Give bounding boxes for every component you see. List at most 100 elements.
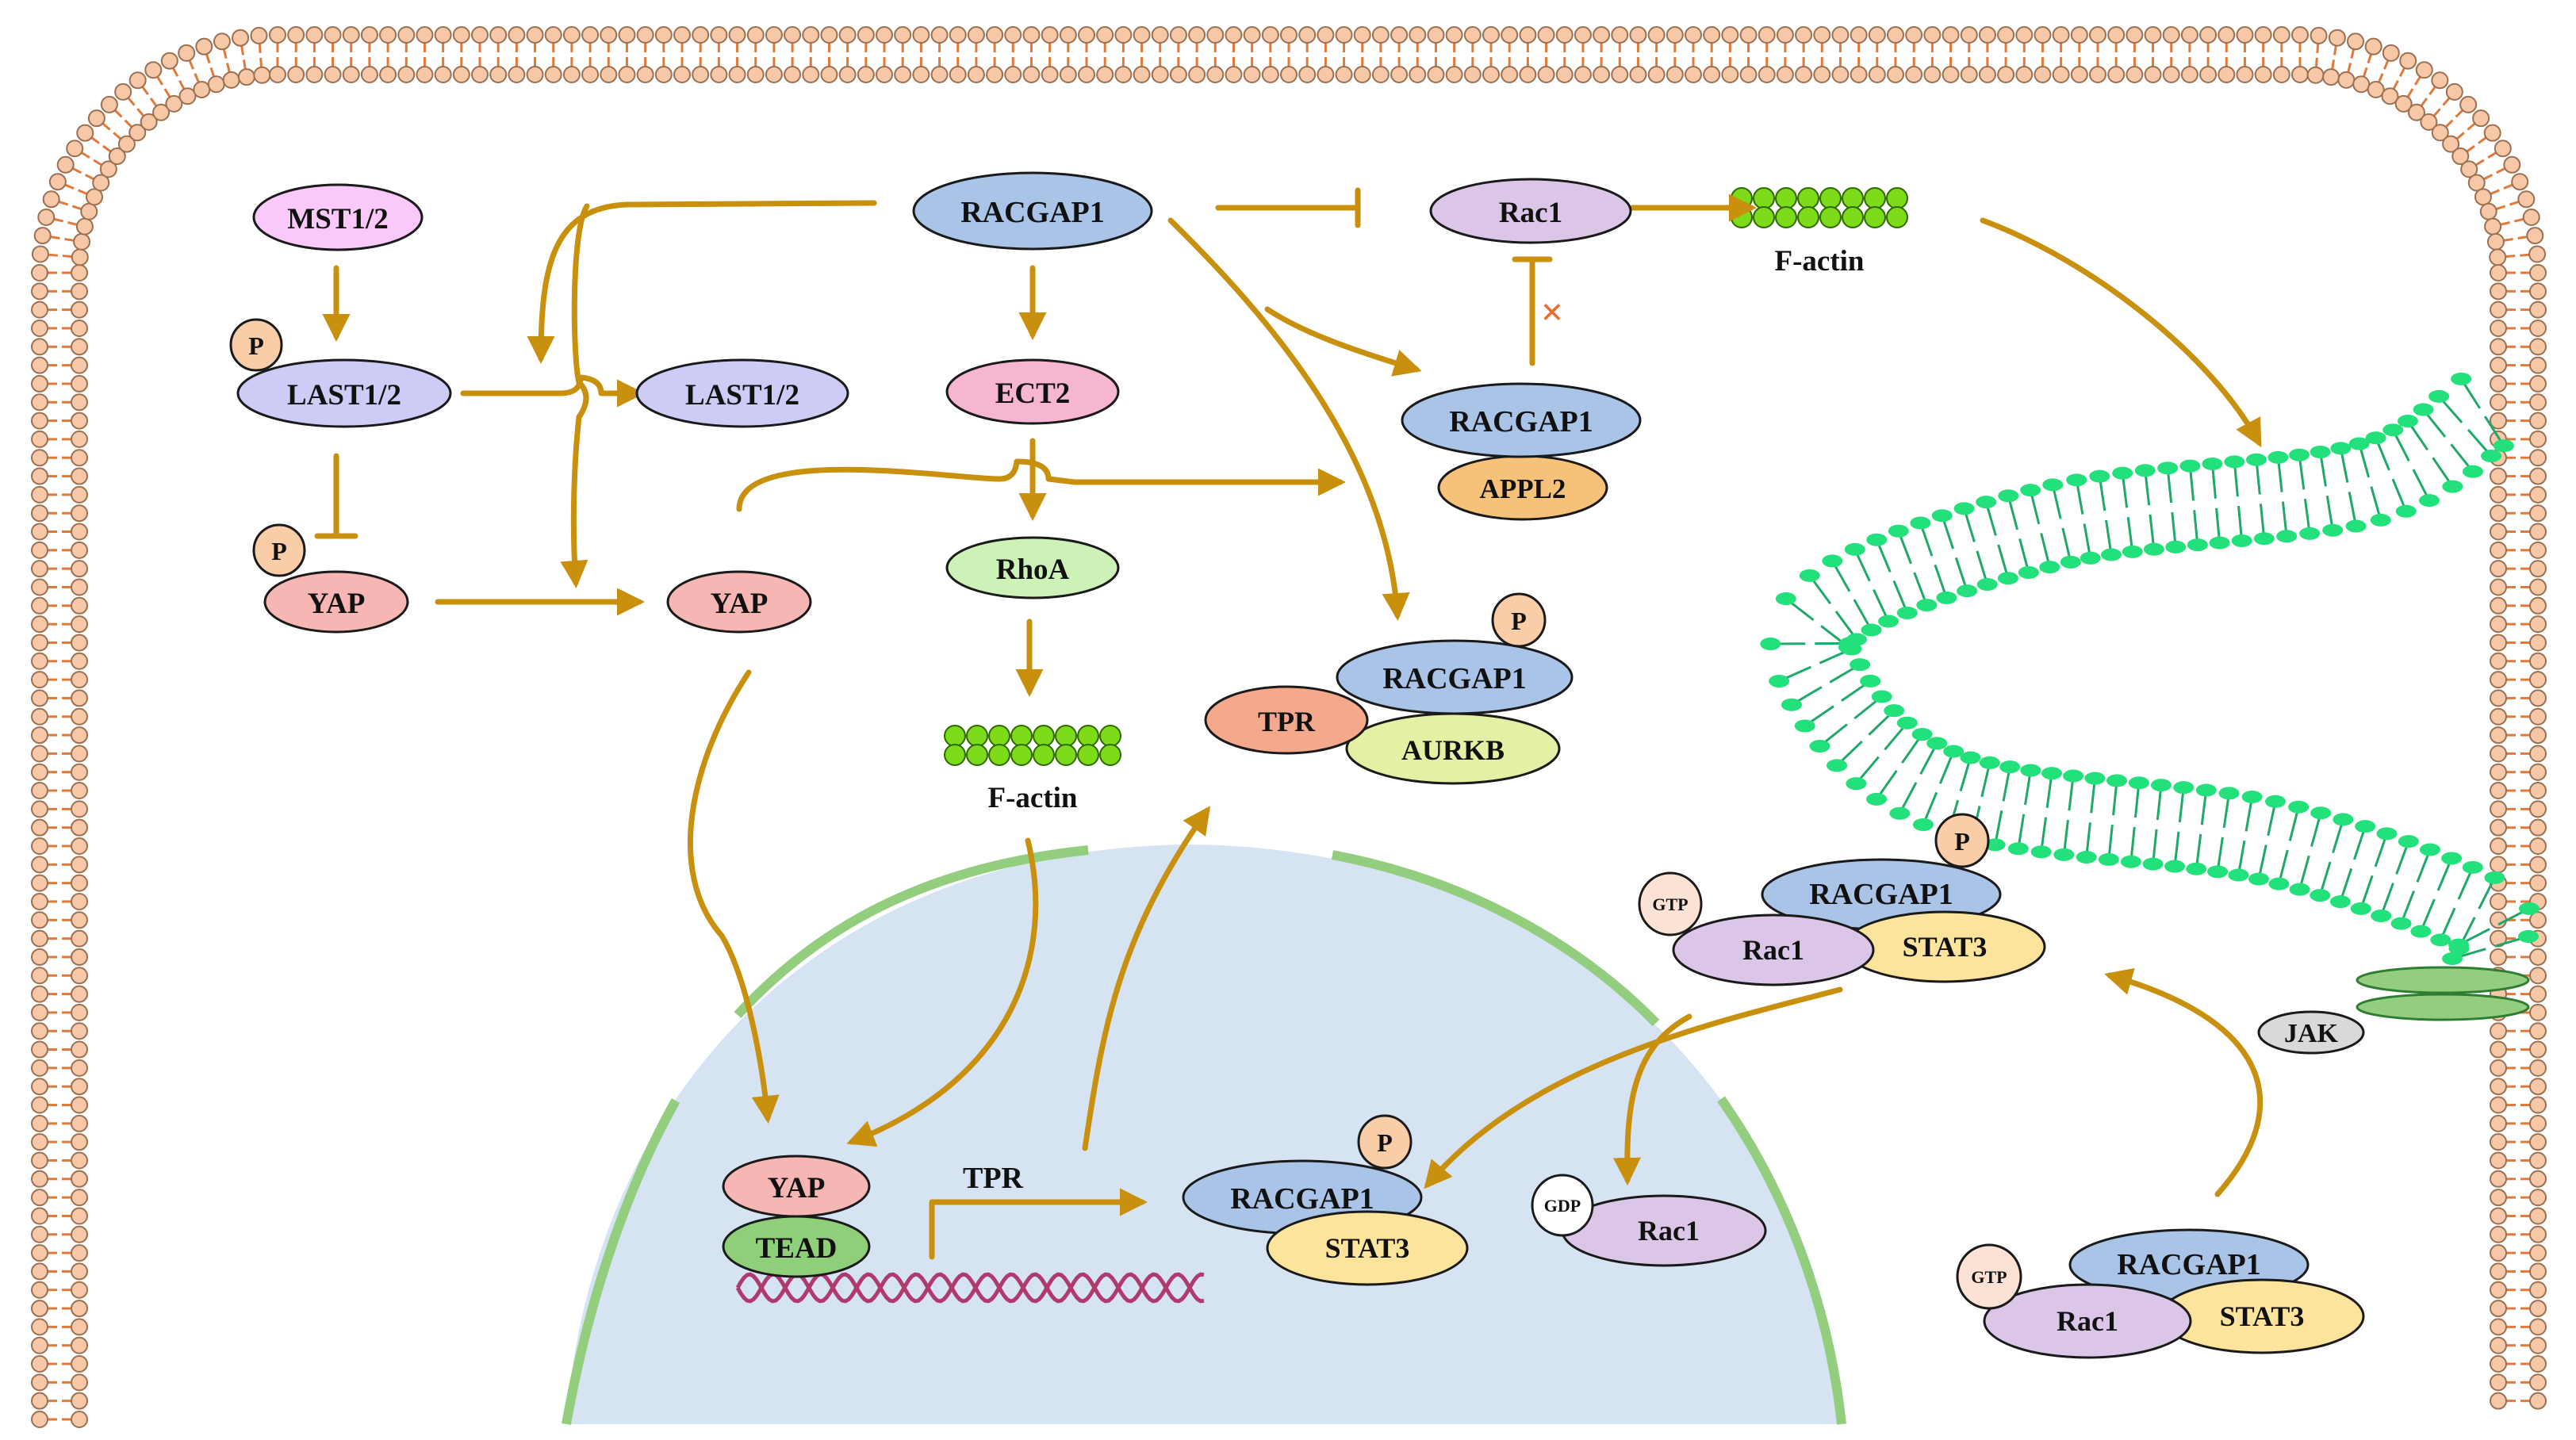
stat3-mem-label: STAT3 <box>1903 931 1988 963</box>
tead-label: TEAD <box>756 1232 838 1265</box>
mst12-node: MST1/2 <box>252 183 424 251</box>
racgap1-p-cyto-label: RACGAP1 <box>1382 662 1527 695</box>
arrow-racgap1-to-aurkb-complex <box>1167 217 1410 621</box>
nuclear-envelope-left <box>562 1098 680 1426</box>
racgap1-stat3-nuclear-complex: RACGAP1 STAT3 P <box>1182 1114 1469 1286</box>
nuclear-envelope-right <box>1717 1096 1846 1425</box>
racgap1-top-label: RACGAP1 <box>960 196 1105 229</box>
pathway-arrows <box>314 187 2264 1260</box>
racgap1-nuc-label: RACGAP1 <box>1230 1182 1374 1216</box>
arrow-complex-to-nuclear-racgap1 <box>1424 986 1843 1189</box>
racgap1-rac1-stat3-membrane-complex: RACGAP1 STAT3 Rac1 GTP P <box>1638 813 2046 986</box>
phospho-badge <box>229 318 283 372</box>
aurkb-label: AURKB <box>1401 734 1505 766</box>
f-actin-top-label: F-actin <box>1774 245 1864 278</box>
rhoa-node: RhoA <box>945 536 1120 599</box>
yap-p-node: YAP P <box>252 523 409 634</box>
last12-label: LAST1/2 <box>685 379 799 412</box>
gtp-badge <box>1638 871 1703 936</box>
arrow-last-p-to-last <box>460 374 645 408</box>
phospho-badge <box>1934 813 1990 868</box>
gtp-badge <box>1956 1243 2022 1310</box>
arrow-tpr-to-cytoplasm <box>1082 806 1211 1151</box>
nuclear-envelope-top-right <box>1331 850 1660 1027</box>
inhibition-x-mark: × <box>1541 289 1564 334</box>
arrow-yap-to-complex <box>736 458 1346 512</box>
arrow-yap-to-nucleus <box>687 669 780 1124</box>
racgap1-appl2-label: RACGAP1 <box>1449 405 1593 439</box>
tpr-cyto-ellipse <box>1204 685 1369 755</box>
arrow-racgap1-to-yap <box>560 203 590 588</box>
gtp-badge-label: GTP <box>1652 894 1688 914</box>
f-actin-filament-top <box>1731 187 1908 228</box>
yap-p-ellipse <box>263 570 409 634</box>
rac1-gtp-bottom-label: Rac1 <box>2057 1305 2118 1337</box>
phospho-badge-label: P <box>248 331 264 360</box>
jak-ellipse <box>2257 1010 2365 1055</box>
f-actin-mid-label: F-actin <box>987 782 1077 814</box>
last12-node: LAST1/2 <box>635 358 849 428</box>
phospho-badge <box>252 523 306 577</box>
phospho-badge-label: P <box>1511 607 1527 635</box>
appl2-label: APPL2 <box>1480 473 1566 504</box>
yap-p-label: YAP <box>308 588 366 620</box>
mst12-label: MST1/2 <box>287 203 388 236</box>
last12-p-node: LAST1/2 P <box>229 318 452 428</box>
yap-tead-nuclear-complex: YAP TEAD <box>722 1155 871 1278</box>
lipid-raft <box>1760 372 2540 966</box>
stat3-nuc-ellipse <box>1266 1210 1469 1286</box>
nucleus <box>562 844 1846 1426</box>
stat3-bottom-label: STAT3 <box>2220 1300 2305 1332</box>
ect2-label: ECT2 <box>995 377 1071 410</box>
rac1-gtp-bottom-ellipse <box>1983 1283 2192 1359</box>
phospho-badge-label: P <box>1377 1128 1393 1157</box>
gdp-badge <box>1531 1174 1594 1237</box>
racgap1-gtp-bottom-label: RACGAP1 <box>2117 1248 2261 1281</box>
mst12-ellipse <box>252 183 424 251</box>
last12-ellipse <box>635 358 849 428</box>
rac1-gdp-label: Rac1 <box>1638 1215 1700 1247</box>
nucleus-body <box>566 844 1842 1424</box>
phospho-badge-label: P <box>271 537 287 565</box>
ect2-node: ECT2 <box>945 358 1120 425</box>
yap-nuc-label: YAP <box>768 1172 826 1204</box>
phospho-badge-label: P <box>1954 827 1970 856</box>
rhoa-ellipse <box>945 536 1120 599</box>
arrow-factin-to-raft <box>1980 217 2262 448</box>
jak-receptor <box>2356 966 2530 1021</box>
racgap1-rac1-stat3-bottom-complex: RACGAP1 STAT3 Rac1 GTP <box>1956 1228 2365 1359</box>
receptor-disc-top <box>2356 966 2530 994</box>
rac1-top-node: Rac1 <box>1429 178 1632 244</box>
arrow-jak-to-complex <box>2104 967 2264 1197</box>
tead-ellipse <box>722 1215 871 1278</box>
racgap1-top-node: RACGAP1 <box>912 171 1153 251</box>
ect2-ellipse <box>945 358 1120 425</box>
arrow-racgap1-to-last <box>527 200 877 364</box>
racgap1-appl2-ellipse <box>1401 382 1642 458</box>
rac1-top-ellipse <box>1429 178 1632 244</box>
rac1-top-label: Rac1 <box>1499 197 1562 229</box>
rac1-gdp-node: Rac1 GDP <box>1531 1174 1767 1267</box>
gtp-badge-label: GTP <box>1971 1267 2007 1287</box>
yap-ellipse <box>666 570 812 634</box>
yap-node: YAP <box>666 570 812 634</box>
gdp-badge-label: GDP <box>1544 1196 1581 1216</box>
arrow-tpr-gene-expression <box>929 1188 1148 1260</box>
last12-p-label: LAST1/2 <box>287 379 401 412</box>
yap-label: YAP <box>711 588 769 620</box>
arrow-racgap1-to-appl2-complex <box>1264 306 1422 377</box>
racgap1-appl2-complex: APPL2 RACGAP1 <box>1401 382 1642 521</box>
last12-p-ellipse <box>236 358 452 428</box>
racgap1-top-ellipse <box>912 171 1153 251</box>
tpr-cyto-label: TPR <box>1258 706 1316 737</box>
nuclear-envelope-top-left <box>734 845 1089 1019</box>
receptor-disc-bottom <box>2356 993 2530 1021</box>
racgap1-tpr-aurkb-complex: RACGAP1 AURKB TPR P <box>1204 592 1574 785</box>
jak-label: JAK <box>2284 1019 2339 1048</box>
jak-node: JAK <box>2257 1010 2365 1055</box>
dna-helix <box>735 1272 1205 1304</box>
rac1-gtp-mem-ellipse <box>1672 913 1875 986</box>
arrow-complex-to-rac1-gdp <box>1612 1013 1692 1185</box>
racgap1-gtp-mem-label: RACGAP1 <box>1809 878 1953 911</box>
